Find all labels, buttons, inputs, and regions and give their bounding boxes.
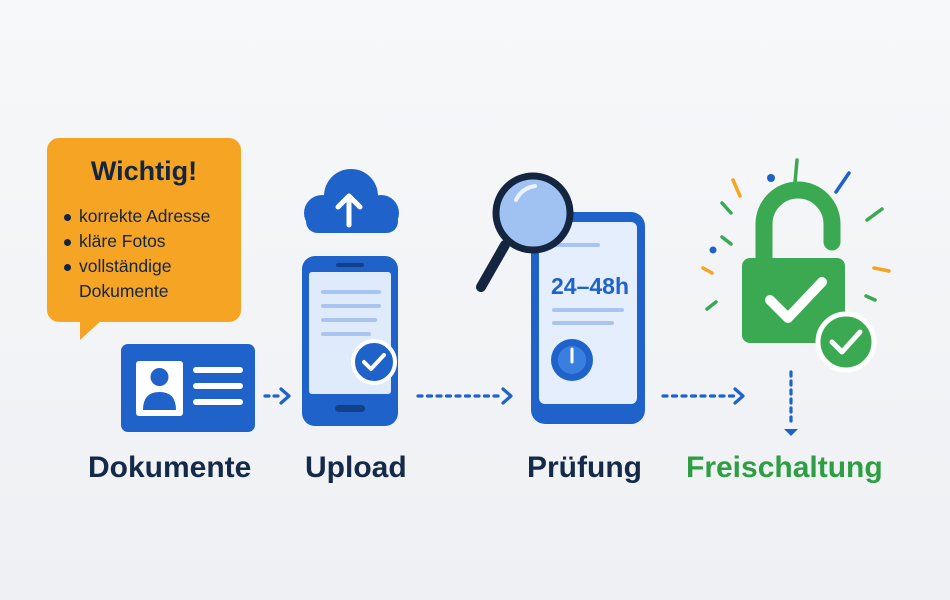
down-connector [784,370,798,436]
step-label-pruefung: Prüfung [527,451,642,484]
sparkle-dot-icon [767,174,775,182]
review-duration: 24–48h [551,273,630,299]
step-label-dokumente: Dokumente [88,451,252,484]
check-badge-icon [351,339,397,385]
review-phone-icon [531,212,645,424]
notice-item: vollständige Dokumente [63,254,249,304]
id-card-icon [121,344,255,432]
phone-icon [302,256,398,426]
notice-item: kläre Fotos [63,229,249,254]
sparkles-icon [701,158,891,311]
notice-bubble: Wichtig! korrekte Adresse kläre Fotos vo… [47,138,241,322]
notice-list: korrekte Adresse kläre Fotos vollständig… [63,204,249,304]
unlocked-padlock-icon [742,181,845,343]
step-label-freischaltung: Freischaltung [686,451,883,484]
notice-title: Wichtig! [90,156,198,186]
notice-item: korrekte Adresse [63,204,249,229]
arrow-connector-3 [661,387,745,405]
success-check-icon [815,311,877,373]
cloud-upload-icon [304,169,399,233]
magnifier-icon [476,172,574,292]
step-label-upload: Upload [305,451,407,484]
arrow-connector-2 [416,387,513,405]
notice-bubble-tail [80,318,104,340]
sparkle-dot-icon [709,246,717,254]
arrow-connector-1 [263,387,291,405]
